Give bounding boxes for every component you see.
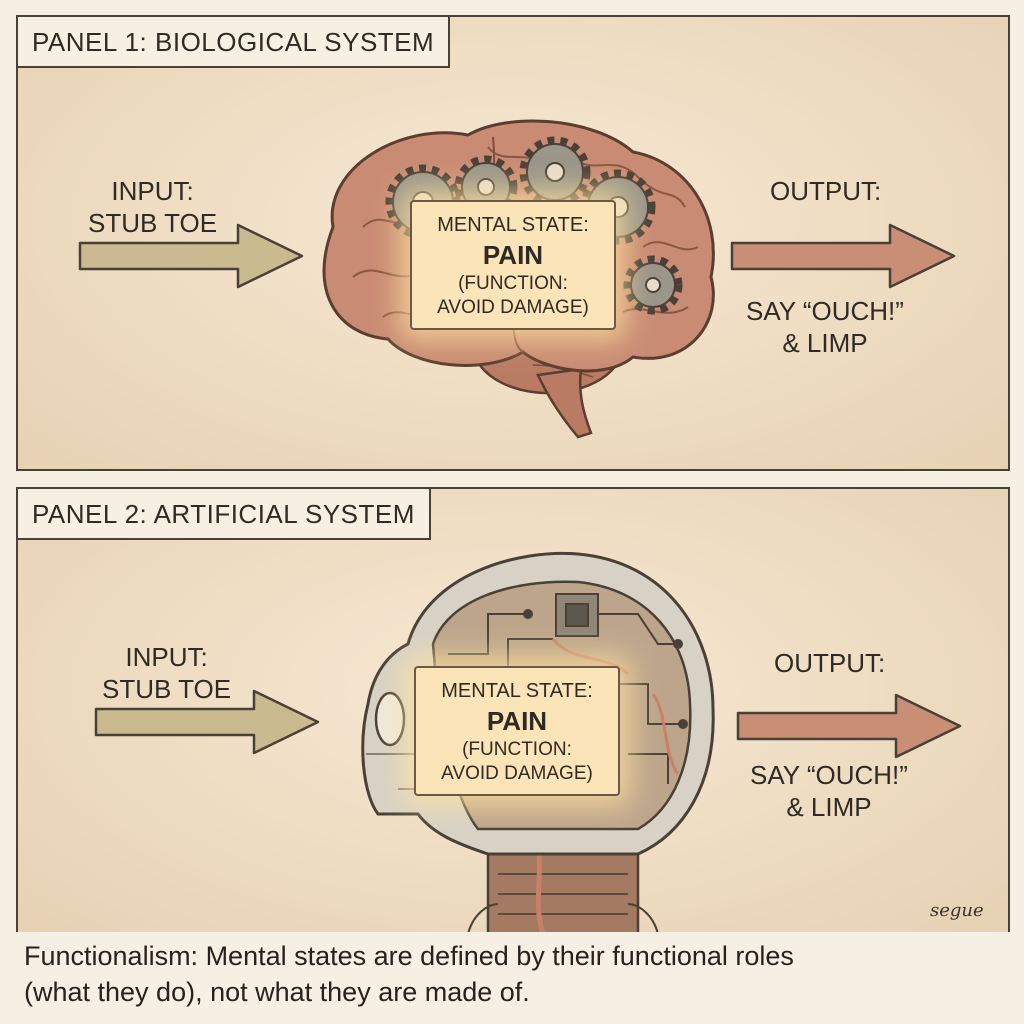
mental-state-box-1: MENTAL STATE: PAIN (FUNCTION: AVOID DAMA…: [410, 200, 616, 330]
input-value: STUB TOE: [88, 208, 218, 238]
mental-state-title: MENTAL STATE:: [441, 680, 593, 702]
mental-state-value: PAIN: [486, 706, 548, 736]
output-title-2: OUTPUT:: [774, 648, 886, 678]
panel-1-label: PANEL 1: BIOLOGICAL SYSTEM: [18, 17, 451, 68]
output-action-2: & LIMP: [782, 328, 868, 358]
panel-2-label: PANEL 2: ARTIFICIAL SYSTEM: [18, 489, 431, 540]
input-title: INPUT:: [125, 642, 208, 672]
output-title-1: OUTPUT:: [770, 176, 882, 206]
panel-biological: PANEL 1: BIOLOGICAL SYSTEM INPUT: STUB T…: [16, 15, 1010, 471]
output-desc-2: SAY “OUCH!” & LIMP: [750, 759, 908, 823]
output-arrow-2: [736, 693, 962, 759]
mental-state-box-2: MENTAL STATE: PAIN (FUNCTION: AVOID DAMA…: [414, 666, 620, 796]
caption: Functionalism: Mental states are defined…: [24, 938, 1004, 1010]
input-value: STUB TOE: [102, 674, 232, 704]
mental-state-title: MENTAL STATE:: [437, 214, 589, 236]
mental-state-function-desc: AVOID DAMAGE): [437, 297, 589, 318]
caption-line-1: Functionalism: Mental states are defined…: [24, 941, 794, 971]
input-label-2: INPUT: STUB TOE: [102, 641, 231, 705]
mental-state-function: (FUNCTION:: [462, 739, 572, 760]
output-arrow-1: [730, 223, 956, 289]
output-action: SAY “OUCH!”: [750, 760, 908, 790]
input-arrow-1: [78, 223, 304, 289]
input-label-1: INPUT: STUB TOE: [88, 175, 217, 239]
caption-line-2: (what they do), not what they are made o…: [24, 977, 530, 1007]
input-arrow-2: [94, 689, 320, 755]
circuit-icon: [448, 593, 688, 784]
output-desc-1: SAY “OUCH!” & LIMP: [746, 295, 904, 359]
mental-state-function-desc: AVOID DAMAGE): [441, 763, 593, 784]
output-action-2: & LIMP: [786, 792, 872, 822]
input-title: INPUT:: [111, 176, 194, 206]
panel-artificial: PANEL 2: ARTIFICIAL SYSTEM INPUT: STUB T…: [16, 487, 1010, 932]
mental-state-function: (FUNCTION:: [458, 273, 568, 294]
artist-signature: segue: [930, 900, 984, 921]
output-action: SAY “OUCH!”: [746, 296, 904, 326]
mental-state-value: PAIN: [482, 240, 544, 270]
